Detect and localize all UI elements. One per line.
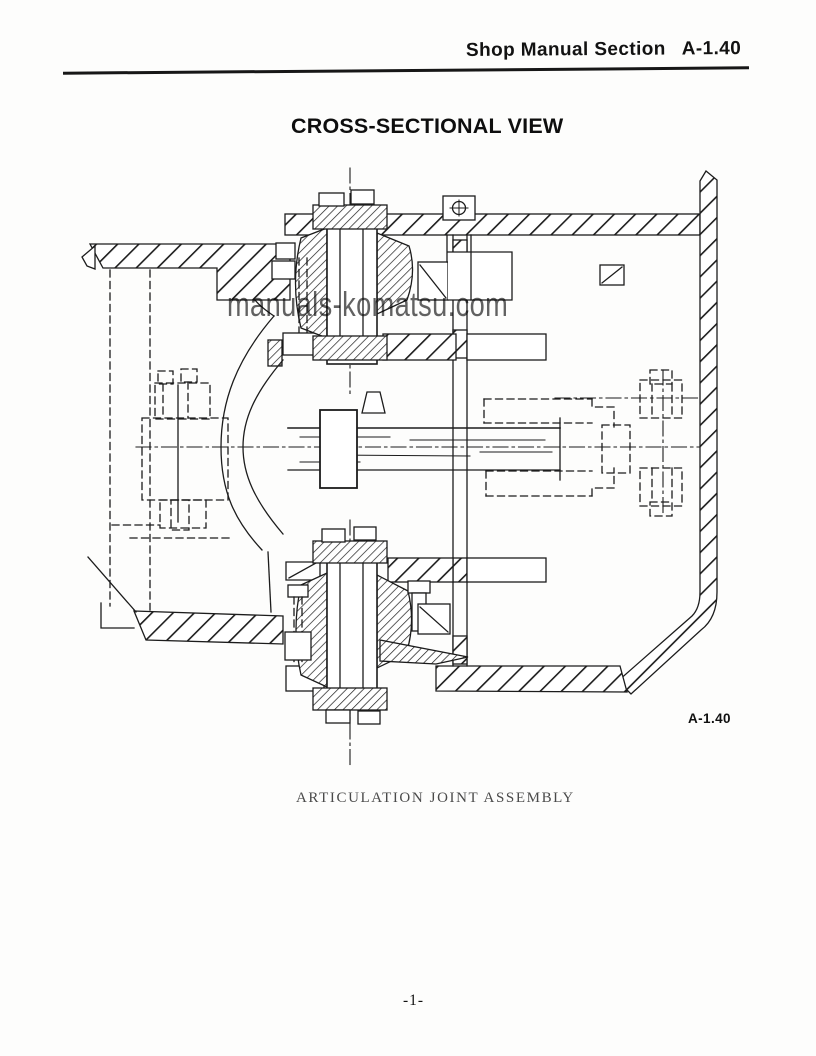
section-mark-box [599,264,625,286]
upper-bearing-assembly [271,189,513,365]
watermark: manuals-komatsu.com [227,286,509,324]
figure-title: CROSS-SECTIONAL VIEW [291,114,564,138]
hidden-yoke-right [483,369,683,517]
figure-label: A-1.40 [688,711,731,726]
center-shaft [287,391,561,489]
page-number: -1- [403,992,425,1009]
articulation-casting [220,299,284,613]
lower-bearing-assembly [284,526,469,725]
lower-clamp-plates [285,557,547,692]
figure-caption: ARTICULATION JOINT ASSEMBLY [296,790,575,806]
upper-clamp-plates [267,332,547,367]
frame-rails [81,170,718,695]
hidden-coupling-left [109,269,231,611]
